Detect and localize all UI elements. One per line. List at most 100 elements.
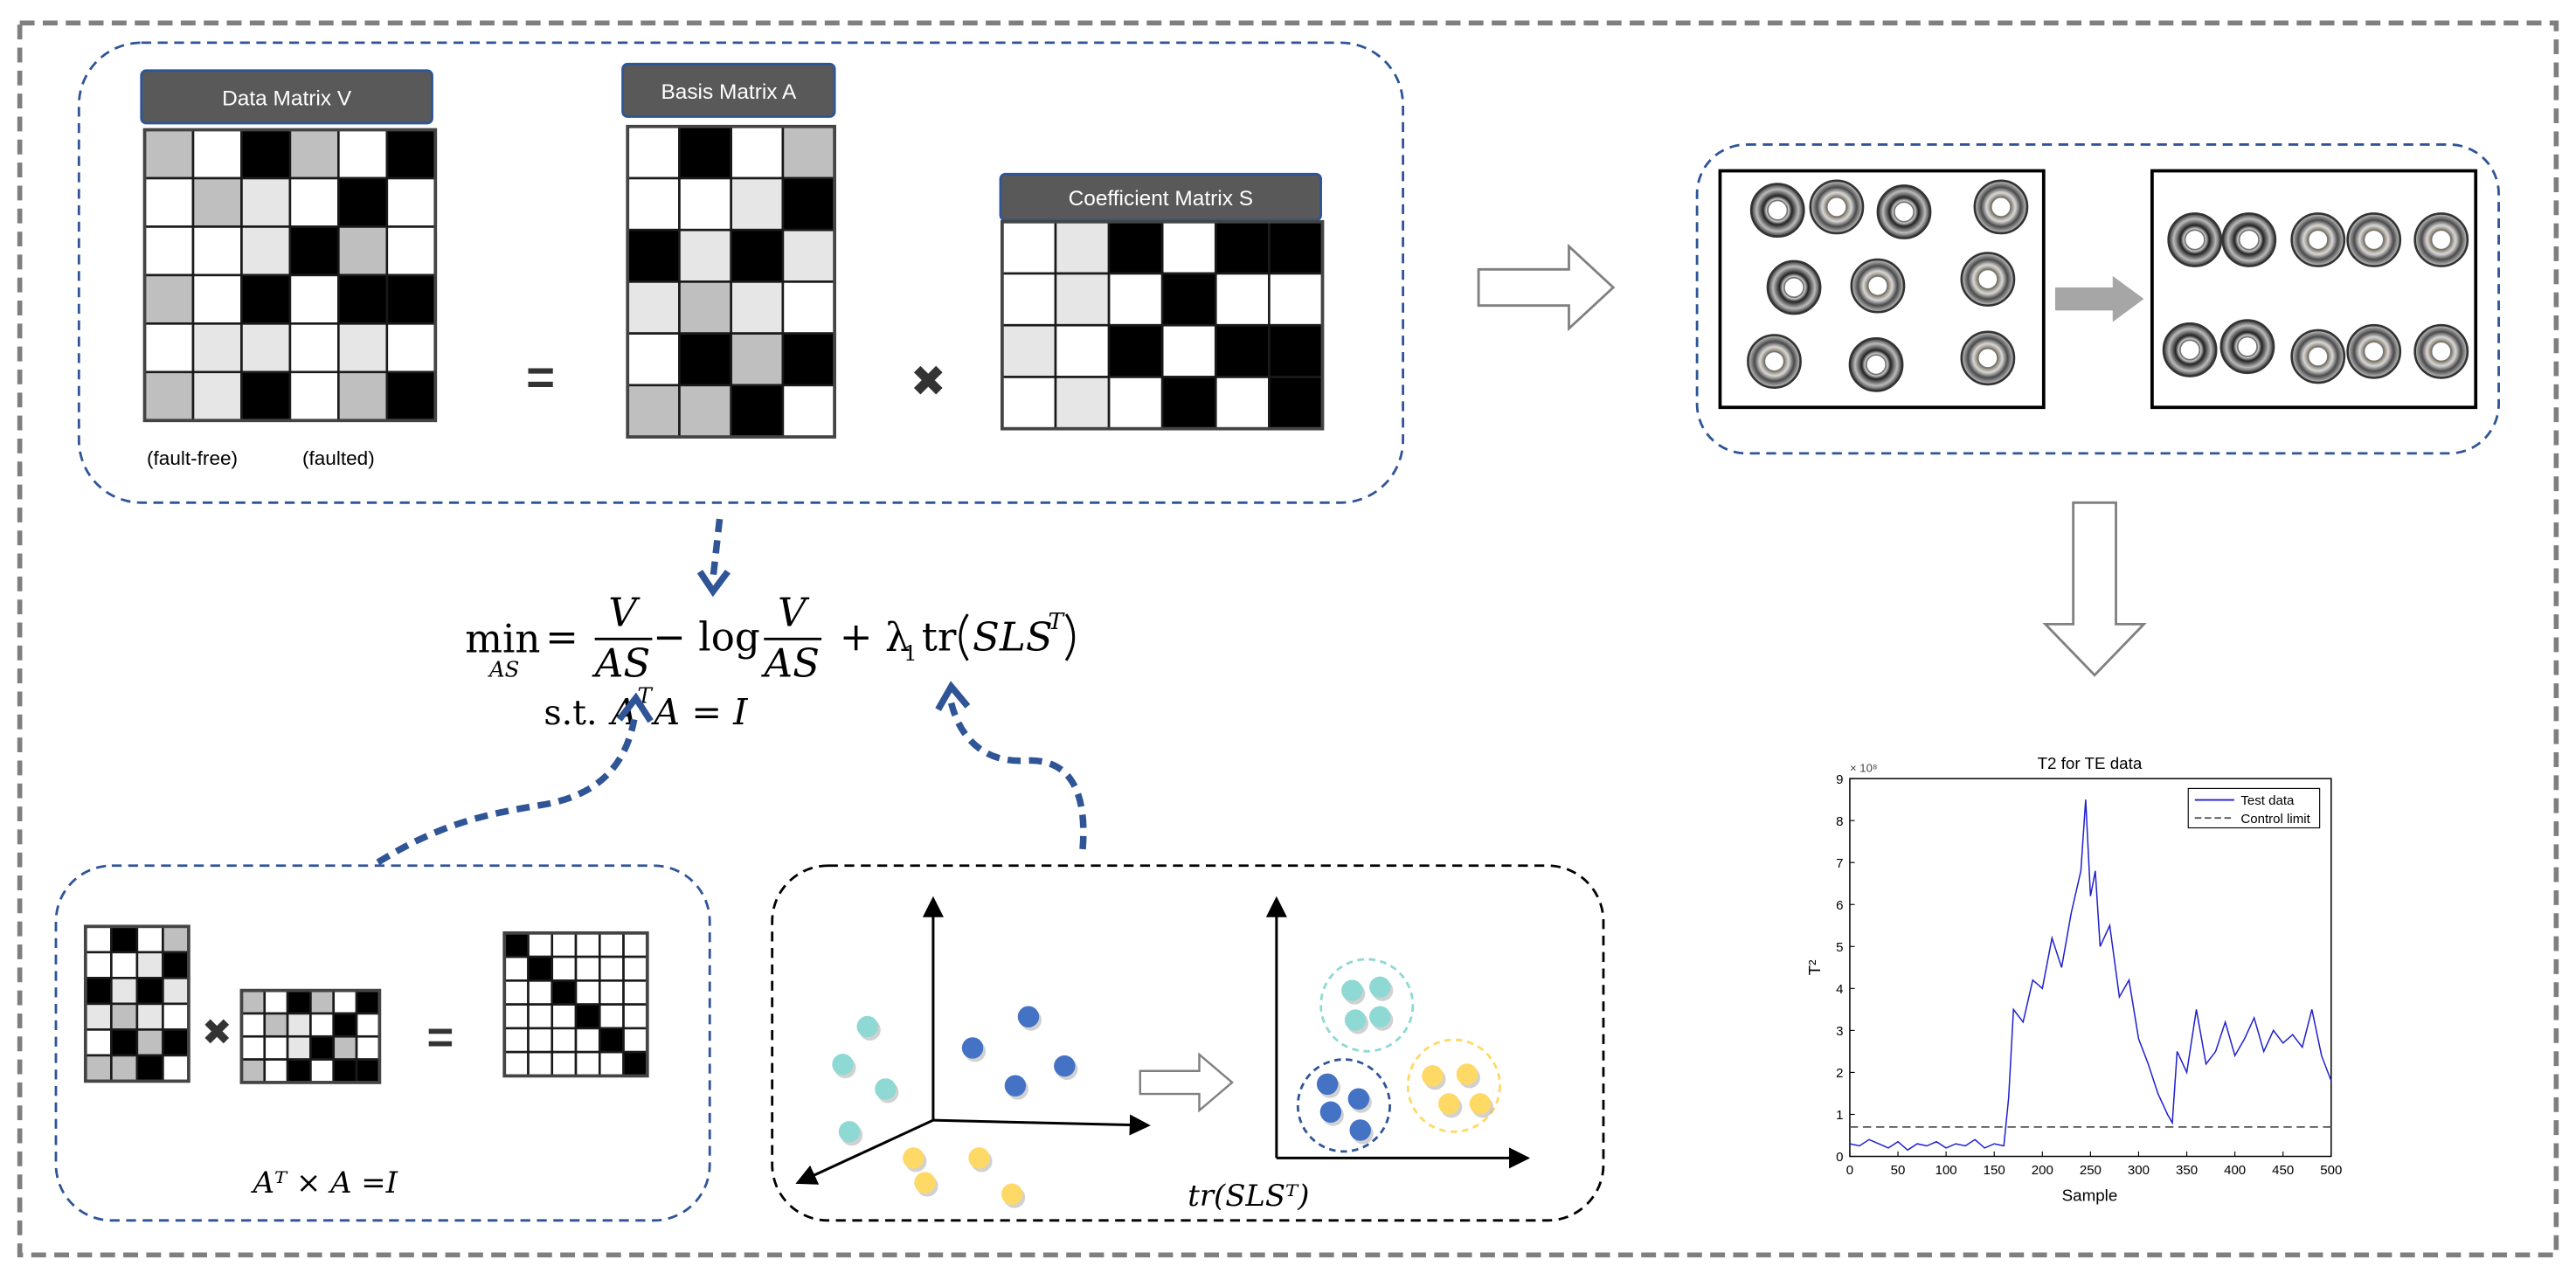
arrow-ortho-to-formula-head [616,692,654,723]
matrix-cell [309,1058,336,1084]
scatter-point [1001,1183,1023,1205]
matrix-cell [110,925,139,954]
formula-lambda-subscript: 1 [904,640,918,666]
matrix-cell [288,370,340,422]
y-tick-label: 8 [1836,814,1843,829]
y-tick-label: 3 [1836,1024,1843,1039]
matrix-cell [337,322,389,374]
scatter-point [875,1078,897,1100]
coefficient-matrix-s: Coefficient Matrix S [999,172,1325,431]
bearing-bore [2363,229,2385,251]
matrix-cell [626,384,681,439]
formula-frac1-denominator: AS [592,640,650,687]
matrix-cell [574,931,601,958]
matrix-cell [135,925,164,954]
matrix-cell [135,1054,164,1083]
matrix-cell [240,176,292,228]
matrix-cell [288,273,340,325]
bearing-bore [1865,354,1887,376]
matrix-cell [84,977,113,1006]
basis-matrix-grid [626,124,836,439]
chart-y-multiplier: × 10⁸ [1850,762,1878,775]
matrix-cell [309,1034,336,1061]
a-small-grid [239,988,382,1084]
matrix-cell [527,1027,554,1054]
matrix-cell [263,1012,289,1038]
matrix-cell [622,1050,649,1077]
matrix-cell [730,176,785,232]
matrix-cell [162,1002,190,1031]
matrix-cell [622,1003,649,1030]
y-tick-label: 2 [1836,1066,1843,1081]
matrix-cell [781,384,836,439]
matrix-cell [781,125,836,180]
matrix-cell [622,955,649,982]
formula-left-paren [959,613,969,661]
matrix-cell [1001,323,1057,378]
scatter-point [903,1147,924,1169]
matrix-cell [110,977,139,1006]
chart-plot-area [1849,778,2332,1158]
scatter-point [1456,1063,1478,1085]
matrix-cell [162,951,190,979]
bearing-bore [2430,229,2452,251]
matrix-cell [1160,323,1217,378]
matrix-cell [309,989,336,1015]
matrix-cell [337,128,389,180]
scatter-point [914,1172,936,1193]
flow-arrow-down [2042,501,2147,677]
matrix-cell [191,273,243,325]
matrix-cell [385,322,437,374]
bearing-bore [1977,347,1999,370]
formula-min: min [465,615,540,661]
matrix-cell [598,1003,625,1030]
matrix-cell [626,228,681,283]
matrix-cell [551,979,578,1006]
matrix-cell [110,951,139,979]
scatter-point [961,1037,984,1059]
matrix-cell [626,332,681,387]
arrow-nmf-to-formula-head [696,569,731,598]
matrix-cell [502,979,530,1006]
matrix-cell [502,955,530,982]
y-tick-label: 1 [1836,1108,1843,1123]
matrix-cell [502,1003,530,1030]
matrix-cell [84,1054,113,1083]
chart-legend: Test data Control limit [2187,787,2321,829]
matrix-cell [1160,220,1217,275]
bearing-bore [2363,341,2385,363]
legend-box [2187,787,2321,829]
matrix-cell [574,955,601,982]
x-tick-label: 200 [2032,1163,2053,1178]
matrix-cell [332,989,358,1015]
formula-plus-lambda: + λ [840,613,911,660]
matrix-cell [730,384,785,439]
matrix-cell [622,1027,649,1054]
ortho-times-sign: ✖ [202,1013,232,1053]
matrix-cell [385,128,437,180]
bearings-sort-arrow [2054,275,2144,322]
matrix-cell [240,273,292,325]
matrix-cell [286,1012,312,1038]
basis-matrix-a: Basis Matrix A [621,62,836,439]
matrix-cell [730,228,785,283]
matrix-cell [1054,323,1111,378]
y-tick-label: 4 [1836,982,1843,997]
scatter-point [1349,1119,1371,1141]
matrix-cell [84,925,113,954]
x-tick-label: 400 [2224,1163,2246,1178]
matrix-cell [84,1002,113,1031]
matrix-cell [678,332,732,387]
matrix-cell [110,1028,139,1057]
matrix-cell [135,951,164,979]
scatter-point [1438,1093,1460,1115]
ortho-caption: Aᵀ × A =I [251,1166,398,1200]
matrix-border [142,128,438,423]
matrix-cell [1107,376,1164,430]
matrix-cell [355,1058,381,1084]
y-tick-label: 5 [1836,940,1843,955]
x-tick-label: 100 [1935,1163,1957,1178]
arrow-nmf-to-formula [710,518,724,579]
matrix-cell [1268,323,1324,378]
matrix-cell [551,955,578,982]
